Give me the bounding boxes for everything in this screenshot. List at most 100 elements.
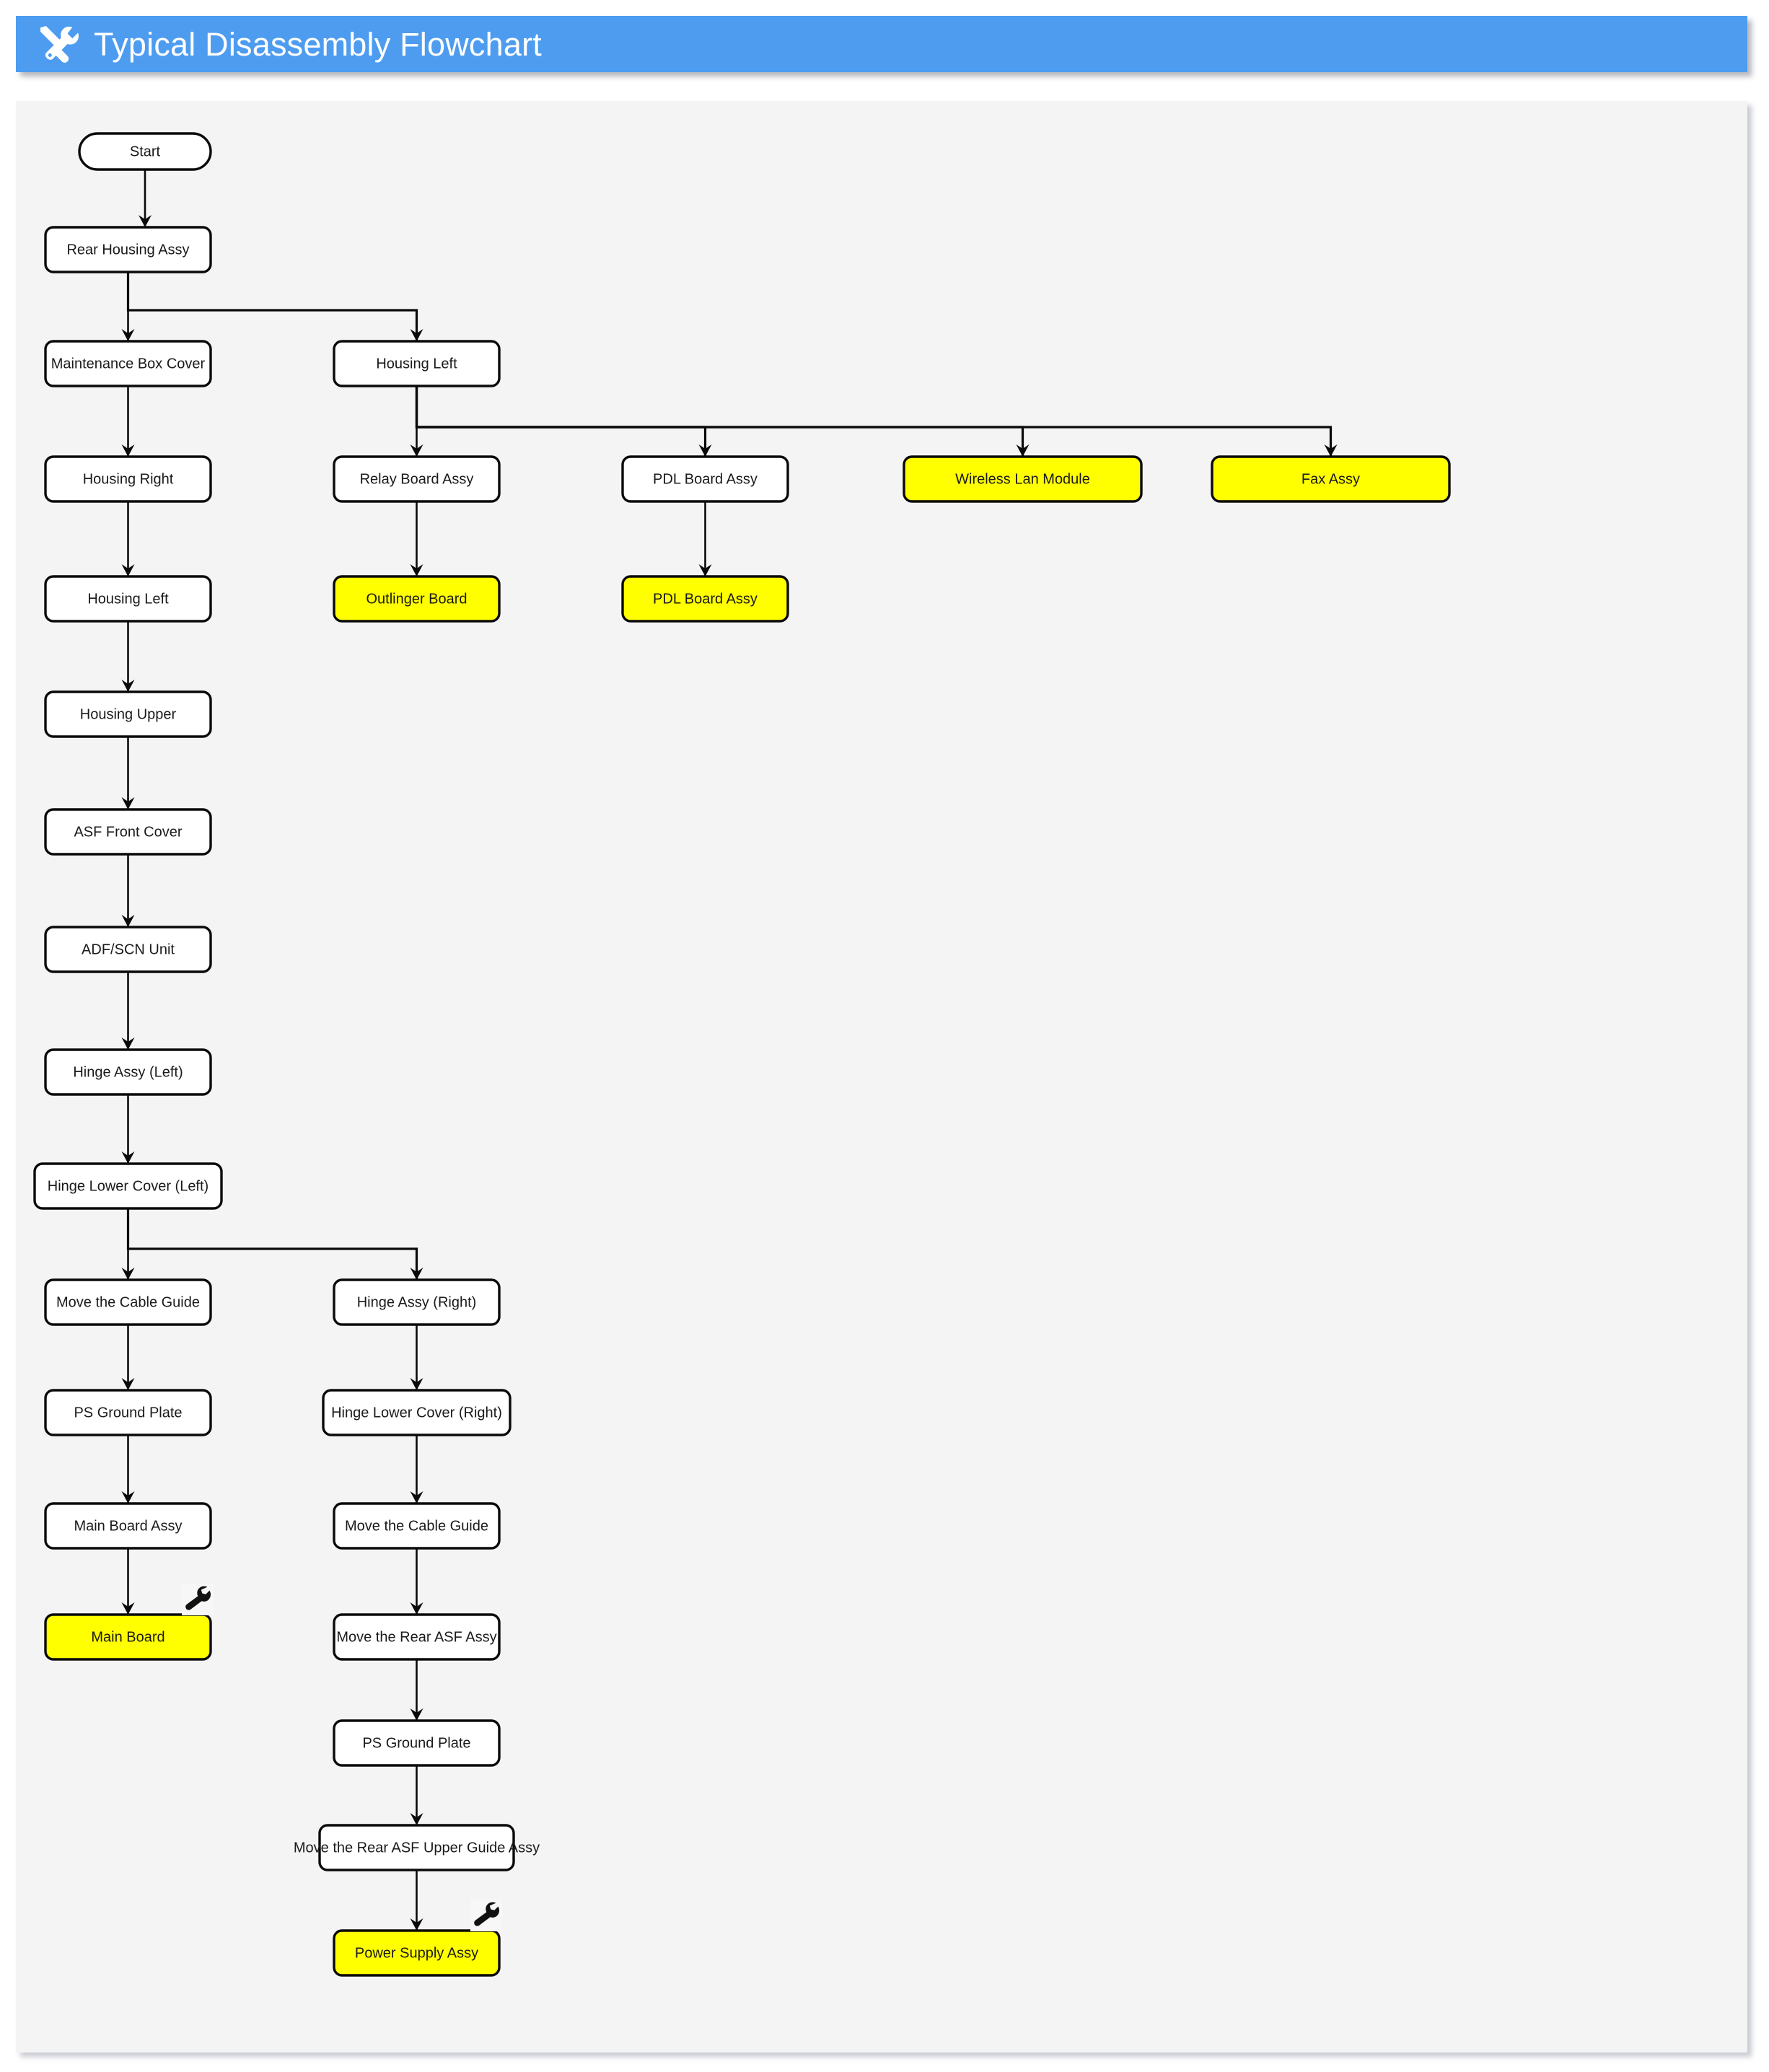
arrow-head — [121, 1151, 135, 1164]
flow-node-adf_scn_unit[interactable]: ADF/SCN Unit — [44, 926, 212, 973]
node-shape — [44, 455, 212, 503]
arrow-head — [698, 444, 712, 457]
arrow-head — [121, 329, 135, 341]
arrow-head — [410, 329, 423, 341]
arrow-head — [1016, 444, 1030, 457]
node-shape — [44, 1502, 212, 1550]
node-label: PDL Board Assy — [653, 591, 758, 607]
page-title: Typical Disassembly Flowchart — [94, 25, 542, 63]
wrench-glyph — [474, 1902, 500, 1926]
flow-node-pdl_board_out[interactable]: PDL Board Assy — [621, 575, 789, 623]
arrow-head — [121, 915, 135, 927]
arrow-head — [410, 1813, 423, 1825]
arrow-head — [410, 444, 423, 457]
flow-node-hinge_lower_right[interactable]: Hinge Lower Cover (Right) — [322, 1389, 512, 1436]
node-shape — [333, 340, 501, 387]
node-label: ADF/SCN Unit — [82, 941, 175, 957]
arrow-head — [410, 1491, 423, 1503]
node-shape — [1211, 455, 1451, 503]
flow-node-asf_front_cover[interactable]: ASF Front Cover — [44, 808, 212, 856]
node-label: Move the Rear ASF Assy — [336, 1629, 496, 1645]
flow-node-maint_box_cover[interactable]: Maintenance Box Cover — [44, 340, 212, 387]
node-label: Hinge Lower Cover (Left) — [48, 1178, 208, 1194]
node-shape — [322, 1389, 512, 1436]
node-label: Housing Left — [376, 356, 457, 372]
edge-path — [415, 386, 1024, 457]
arrow-head — [121, 564, 135, 576]
wrench-glyph — [185, 1586, 211, 1610]
node-shape — [621, 575, 789, 623]
node-label: Housing Left — [87, 591, 169, 607]
flow-node-move_cable_r[interactable]: Move the Cable Guide — [333, 1502, 501, 1550]
wrench-icon — [182, 1584, 214, 1615]
flow-node-housing_upper[interactable]: Housing Upper — [44, 690, 212, 738]
app-header: Typical Disassembly Flowchart — [16, 16, 1747, 72]
flow-node-housing_left_b[interactable]: Housing Left — [44, 575, 212, 623]
arrow-head — [121, 1268, 135, 1280]
node-label: PS Ground Plate — [362, 1735, 470, 1751]
node-shape — [44, 1278, 212, 1326]
flow-node-power_supply_assy[interactable]: Power Supply Assy — [333, 1900, 502, 1977]
flow-node-hinge_assy_left[interactable]: Hinge Assy (Left) — [44, 1048, 212, 1096]
flow-node-outlinger_board[interactable]: Outlinger Board — [333, 575, 501, 623]
flow-node-start[interactable]: Start — [78, 132, 212, 171]
flow-node-wireless_lan[interactable]: Wireless Lan Module — [903, 455, 1143, 503]
node-shape — [44, 1389, 212, 1436]
node-label: Relay Board Assy — [360, 471, 474, 487]
flow-node-pdl_board_assy[interactable]: PDL Board Assy — [621, 455, 789, 503]
node-shape — [78, 132, 212, 171]
arrow-head — [410, 1918, 423, 1931]
node-label: Maintenance Box Cover — [51, 356, 206, 372]
flow-node-main_board[interactable]: Main Board — [44, 1584, 214, 1661]
node-shape — [333, 1719, 501, 1767]
arrow-head — [410, 1268, 423, 1280]
node-label: Rear Housing Assy — [66, 242, 189, 258]
flow-node-relay_board_assy[interactable]: Relay Board Assy — [333, 455, 501, 503]
node-shape — [318, 1824, 515, 1871]
flow-node-ps_ground_r[interactable]: PS Ground Plate — [333, 1719, 501, 1767]
flow-node-housing_right[interactable]: Housing Right — [44, 455, 212, 503]
node-shape — [333, 1502, 501, 1550]
node-shape — [621, 455, 789, 503]
flow-node-housing_left_a[interactable]: Housing Left — [333, 340, 501, 387]
node-label: Housing Right — [83, 471, 174, 487]
flow-node-rear_housing[interactable]: Rear Housing Assy — [44, 226, 212, 273]
node-label: PS Ground Plate — [74, 1405, 182, 1421]
arrow-head — [121, 1037, 135, 1050]
flow-node-fax_assy[interactable]: Fax Assy — [1211, 455, 1451, 503]
node-label: Main Board Assy — [74, 1518, 182, 1534]
node-label: Hinge Assy (Right) — [357, 1294, 477, 1310]
flow-node-move_rear_asf[interactable]: Move the Rear ASF Assy — [333, 1613, 501, 1661]
edge-path — [415, 386, 1333, 457]
node-shape — [44, 226, 212, 273]
flow-node-hinge_lower_left[interactable]: Hinge Lower Cover (Left) — [33, 1162, 223, 1210]
node-shape — [44, 575, 212, 623]
node-shape — [33, 1162, 223, 1210]
edge-path — [126, 1208, 418, 1280]
flow-node-ps_ground_l[interactable]: PS Ground Plate — [44, 1389, 212, 1436]
arrow-head — [121, 444, 135, 457]
node-label: Outlinger Board — [366, 591, 467, 607]
arrow-head — [1324, 444, 1338, 457]
arrow-head — [121, 1378, 135, 1390]
flow-node-hinge_assy_right[interactable]: Hinge Assy (Right) — [333, 1278, 501, 1326]
arrow-head — [410, 1708, 423, 1721]
arrow-head — [410, 1378, 423, 1390]
node-label: Start — [130, 144, 161, 159]
node-shape — [333, 575, 501, 623]
arrow-head — [139, 215, 152, 227]
node-shape — [44, 808, 212, 856]
arrow-head — [410, 1602, 423, 1615]
arrow-head — [121, 797, 135, 809]
arrow-head — [698, 564, 712, 576]
node-shape — [333, 455, 501, 503]
flow-node-move_rear_upper[interactable]: Move the Rear ASF Upper Guide Assy — [294, 1824, 540, 1871]
node-label: Fax Assy — [1301, 471, 1360, 487]
node-label: Move the Cable Guide — [56, 1294, 200, 1310]
flow-node-move_cable_l[interactable]: Move the Cable Guide — [44, 1278, 212, 1326]
node-label: Housing Upper — [80, 706, 177, 722]
flow-node-main_board_assy[interactable]: Main Board Assy — [44, 1502, 212, 1550]
